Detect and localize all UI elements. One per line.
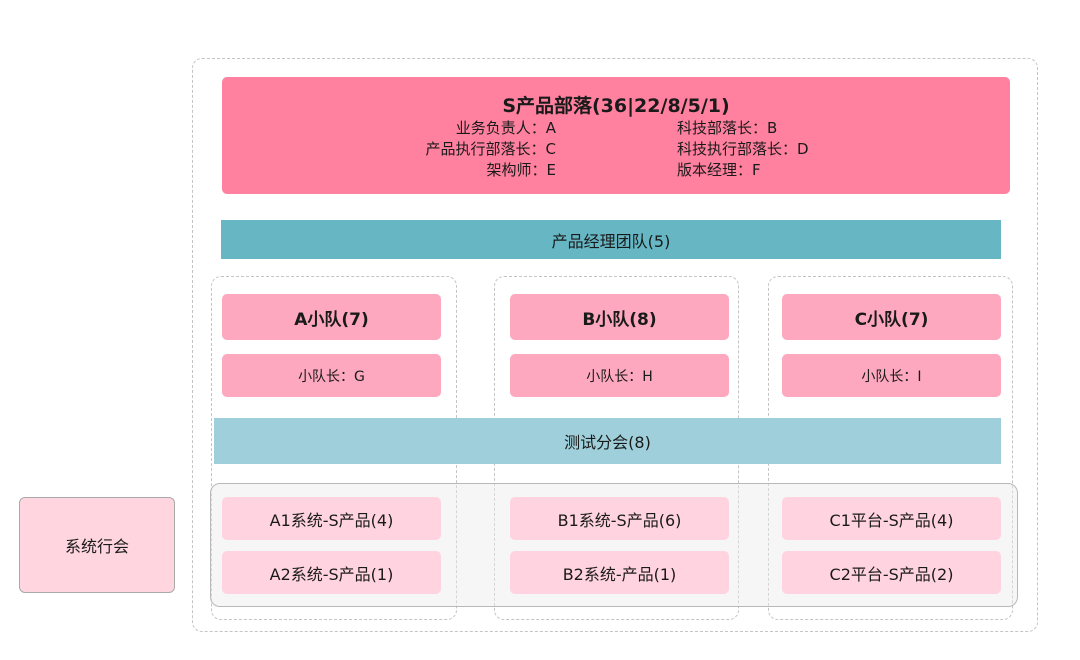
tribe-header: S产品部落(36|22/8/5/1) 业务负责人：A 产品执行部落长：C 架构师… [222,77,1010,194]
role-product-exec-lead: 产品执行部落长：C [425,140,556,158]
tribe-title: S产品部落(36|22/8/5/1) [502,95,730,117]
roles-right: 科技部落长：B 科技执行部落长：D 版本经理：F [677,118,809,181]
team-c-leader: 小队长：I [782,354,1001,397]
team-c-title: C小队(7) [782,294,1001,340]
system-b1: B1系统-S产品(6) [510,497,729,540]
pm-team-bar: 产品经理团队(5) [221,220,1001,259]
team-b-title: B小队(8) [510,294,729,340]
platform-c2: C2平台-S产品(2) [782,551,1001,594]
role-tech-lead: 科技部落长：B [677,119,778,137]
role-tech-exec-lead: 科技执行部落长：D [677,140,809,158]
tribe-boundary [192,58,1038,632]
system-guild-label: 系统行会 [19,497,175,593]
platform-c1: C1平台-S产品(4) [782,497,1001,540]
system-b2: B2系统-产品(1) [510,551,729,594]
role-business-owner: 业务负责人：A [455,119,556,137]
team-a-leader: 小队长：G [222,354,441,397]
team-a-title: A小队(7) [222,294,441,340]
role-architect: 架构师：E [486,161,556,179]
test-chapter-bar: 测试分会(8) [214,418,1001,464]
system-a1: A1系统-S产品(4) [222,497,441,540]
roles-left: 业务负责人：A 产品执行部落长：C 架构师：E [426,118,556,181]
role-release-manager: 版本经理：F [677,161,761,179]
system-a2: A2系统-S产品(1) [222,551,441,594]
team-b-leader: 小队长：H [510,354,729,397]
